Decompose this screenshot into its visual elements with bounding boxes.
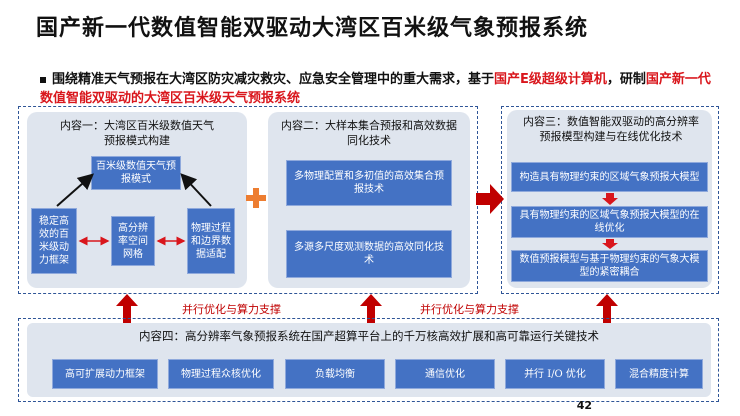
bullet-icon	[40, 76, 46, 83]
up-arrow-icon-3	[596, 294, 618, 324]
intro-highlight-2: 国产新一代数值智能双驱动的大湾区百米级天气预报系统	[40, 72, 711, 106]
panel-2-box-2: 多源多尺度观测数据的高效同化技术	[286, 230, 452, 278]
panel-4-item: 通信优化	[395, 359, 495, 389]
panel-1-connectors	[56, 173, 212, 246]
panel-3-title: 内容三：数值智能双驱动的高分辨率预报模型构建与在线优化技术	[523, 115, 699, 143]
panel-3-connectors	[602, 193, 618, 249]
panel-3-box-2: 具有物理约束的区域气象预报大模型的在线优化	[511, 206, 708, 238]
panel-content-1: 内容一：大湾区百米级数值天气预报模式构建 百米级数值天气预报模式 稳定高效的百米…	[27, 112, 247, 288]
panel-3-box-3: 数值预报模型与基于物理约束的气象大模型的紧密耦合	[511, 250, 708, 282]
intro-paragraph: 围绕精准天气预报在大湾区防灾减灾救灾、应急安全管理中的重大需求，基于国产E级超级…	[40, 70, 720, 108]
intro-text-1: 围绕精准天气预报在大湾区防灾减灾救灾、应急安全管理中的重大需求，基于	[52, 72, 495, 87]
right-arrow-icon	[476, 184, 504, 214]
panel-1-left-box: 稳定高效的百米级动力框架	[31, 208, 77, 274]
up-arrow-icon-1	[116, 294, 138, 324]
plus-icon	[246, 188, 266, 208]
up-arrow-icon-2	[360, 294, 382, 324]
panel-1-top-box: 百米级数值天气预报模式	[91, 156, 181, 190]
panel-4-item: 负载均衡	[285, 359, 385, 389]
panel-2-title: 内容二：大样本集合预报和高效数据同化技术	[281, 119, 457, 147]
panel-content-4: 内容四：高分辨率气象预报系统在国产超算平台上的千万核高效扩展和高可靠运行关键技术…	[27, 323, 711, 397]
support-label-left: 并行优化与算力支撑	[182, 303, 281, 316]
panel-content-3: 内容三：数值智能双驱动的高分辨率预报模型构建与在线优化技术 构造具有物理约束的区…	[507, 110, 712, 288]
arrow-down-1	[602, 193, 618, 205]
panel-2-box-1: 多物理配置和多初值的高效集合预报技术	[286, 160, 452, 206]
support-label-right: 并行优化与算力支撑	[420, 303, 519, 316]
panel-4-item: 物理过程众核优化	[168, 359, 274, 389]
arrow-left-to-top	[56, 173, 94, 207]
panel-4-item: 并行 I/O 优化	[505, 359, 605, 389]
intro-highlight-1: 国产E级超级计算机	[494, 72, 607, 87]
intro-text-2: ，研制	[606, 72, 646, 87]
panel-1-mid-box: 高分辨率空间网格	[111, 216, 155, 266]
page-number: 42	[576, 399, 592, 412]
panel-content-4-region	[18, 318, 719, 402]
panel-3-box-1: 构造具有物理约束的区域气象预报大模型	[511, 162, 708, 192]
panel-4-item: 混合精度计算	[615, 359, 703, 389]
panel-1-title: 内容一：大湾区百米级数值天气预报模式构建	[60, 119, 214, 147]
arrow-right-to-top	[180, 173, 212, 207]
panel-4-title: 内容四：高分辨率气象预报系统在国产超算平台上的千万核高效扩展和高可靠运行关键技术	[139, 329, 599, 343]
panel-1-right-box: 物理过程和边界数据适配	[187, 208, 235, 274]
page-title: 国产新一代数值智能双驱动大湾区百米级气象预报系统	[36, 16, 589, 41]
panel-content-2: 内容二：大样本集合预报和高效数据同化技术 多物理配置和多初值的高效集合预报技术 …	[268, 112, 470, 288]
panel-4-item: 高可扩展动力框架	[52, 359, 158, 389]
arrow-down-2	[602, 239, 618, 249]
